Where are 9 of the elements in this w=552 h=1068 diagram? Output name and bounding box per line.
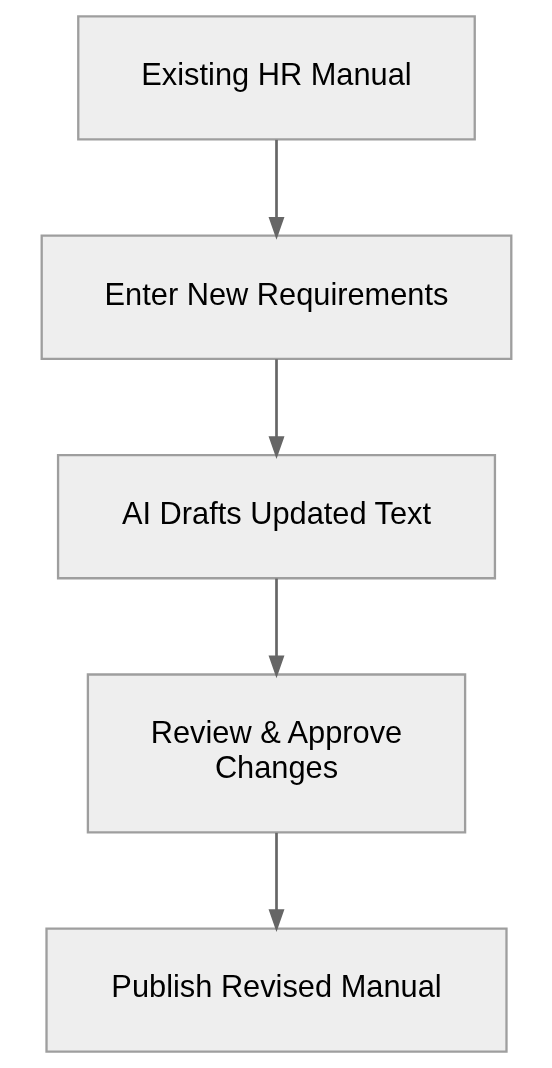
arrow bbox=[268, 578, 284, 679]
node-box: Publish Revised Manual bbox=[44, 927, 508, 1053]
arrow bbox=[268, 139, 284, 240]
node-box: Enter New Requirements bbox=[40, 234, 512, 360]
node-box: Existing HR Manual bbox=[76, 15, 476, 141]
node-box: Review & Approve Changes bbox=[86, 673, 466, 834]
arrow bbox=[268, 359, 284, 460]
node-box: AI Drafts Updated Text bbox=[56, 453, 496, 580]
arrow bbox=[268, 832, 284, 932]
